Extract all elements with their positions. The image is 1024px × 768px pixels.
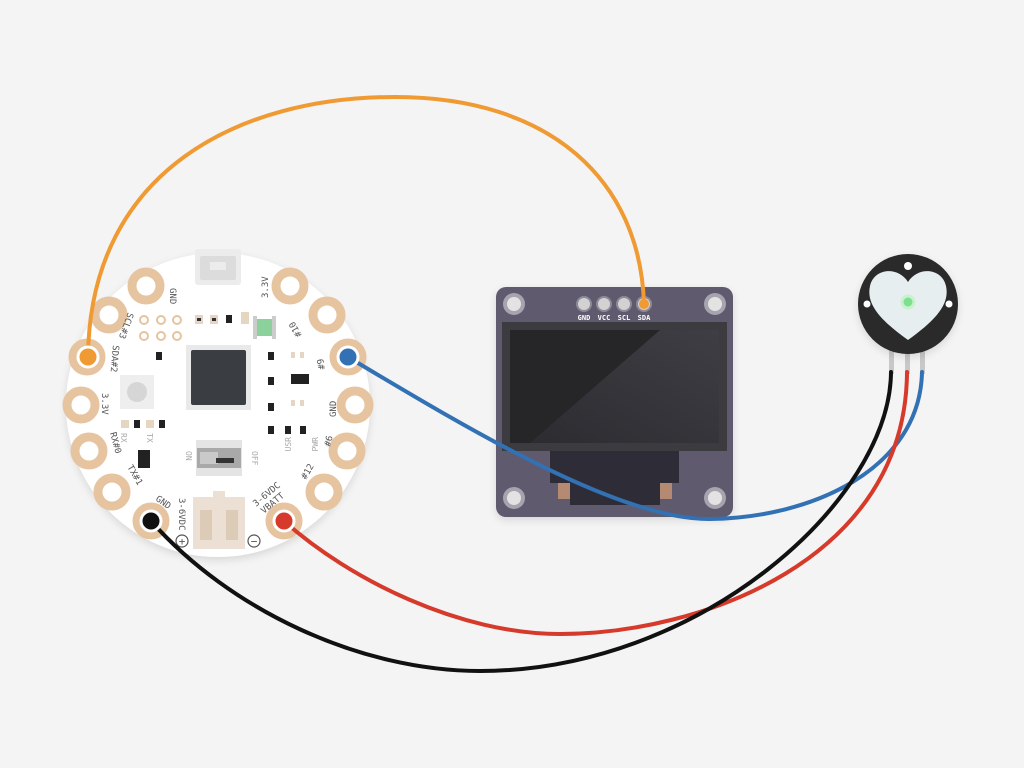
pad-vbatt[interactable]: [265, 502, 303, 540]
pad-scl3[interactable]: [90, 296, 128, 334]
wire-red-power[interactable]: [282, 370, 909, 637]
oled-pin-gnd[interactable]: [576, 296, 592, 312]
pad-10[interactable]: [308, 296, 346, 334]
wire-end-red: [272, 509, 296, 533]
label-p6: #6: [323, 435, 335, 448]
polarity-marks: + −: [175, 534, 261, 548]
pulse-sensor: [858, 254, 958, 374]
wires: [86, 94, 924, 674]
label-switch-off: OFF: [250, 451, 259, 466]
microcontroller-chip: [186, 345, 251, 410]
sensor-pin-1: [889, 340, 894, 374]
sensor-pin-3: [920, 340, 925, 374]
pad-rx0[interactable]: [70, 432, 108, 470]
label-vin: 3-6VDC: [176, 498, 186, 531]
oled-label-scl: SCL: [618, 314, 631, 322]
oled-pin-scl[interactable]: [616, 296, 632, 312]
wire-ends: [76, 299, 649, 533]
label-rx-led: RX: [119, 433, 128, 443]
reset-button[interactable]: [120, 375, 154, 409]
sensor-pin-2: [905, 340, 910, 374]
label-3v3-top: 3.3V: [261, 276, 271, 298]
vias: [139, 315, 182, 341]
board-small-labels: RX TX USR PWR ON OFF: [119, 433, 320, 466]
oled-display-module: GND VCC SCL SDA: [496, 287, 733, 517]
pad-gnd-right[interactable]: [336, 386, 374, 424]
label-pwr-led: PWR: [311, 437, 320, 452]
wire-orange-sda[interactable]: [86, 94, 646, 359]
label-3v3-left: 3.3V: [99, 393, 109, 415]
pad-3v3-top[interactable]: [271, 267, 309, 305]
label-sda2: SDA#2: [108, 345, 120, 373]
polarity-plus: +: [179, 535, 186, 548]
polarity-minus: −: [251, 535, 258, 548]
pad-12[interactable]: [305, 473, 343, 511]
oled-screen: [502, 322, 727, 451]
pad-tx1[interactable]: [93, 473, 131, 511]
pad-3v3-left[interactable]: [62, 386, 100, 424]
oled-mounting-holes: [503, 293, 726, 509]
label-gnd-top: GND: [167, 288, 177, 304]
wire-end-orange: [76, 345, 100, 369]
wire-end-oled-sda: [639, 299, 649, 309]
wire-end-black: [139, 509, 163, 533]
oled-pin-labels: GND VCC SCL SDA: [578, 314, 651, 322]
label-usr-led: USR: [284, 437, 293, 452]
wire-end-blue: [336, 345, 360, 369]
pad-9[interactable]: [329, 338, 367, 376]
sensor-led: [900, 294, 916, 310]
label-switch-on: ON: [184, 451, 193, 461]
pad-gnd-top[interactable]: [127, 267, 165, 305]
board-pads: [62, 267, 374, 540]
label-gnd-right: GND: [329, 401, 339, 417]
oled-label-vcc: VCC: [598, 314, 611, 322]
label-tx-led: TX: [145, 433, 154, 443]
pad-gnd-bottom[interactable]: [132, 502, 170, 540]
label-p9: #9: [316, 358, 328, 370]
smd-components: [121, 312, 309, 468]
oled-label-gnd: GND: [578, 314, 591, 322]
circuit-playground-board: + − GND 3.3V SCL#3 SDA#2 3.3V RX#0 TX#1 …: [62, 249, 374, 557]
oled-label-sda: SDA: [638, 314, 651, 322]
wire-black-ground[interactable]: [149, 370, 893, 674]
battery-connector: [193, 491, 245, 549]
wire-blue-signal[interactable]: [346, 355, 924, 522]
oled-pin-vcc[interactable]: [596, 296, 612, 312]
pad-6[interactable]: [328, 432, 366, 470]
usb-connector: [195, 249, 241, 285]
slide-switch[interactable]: [196, 440, 242, 476]
